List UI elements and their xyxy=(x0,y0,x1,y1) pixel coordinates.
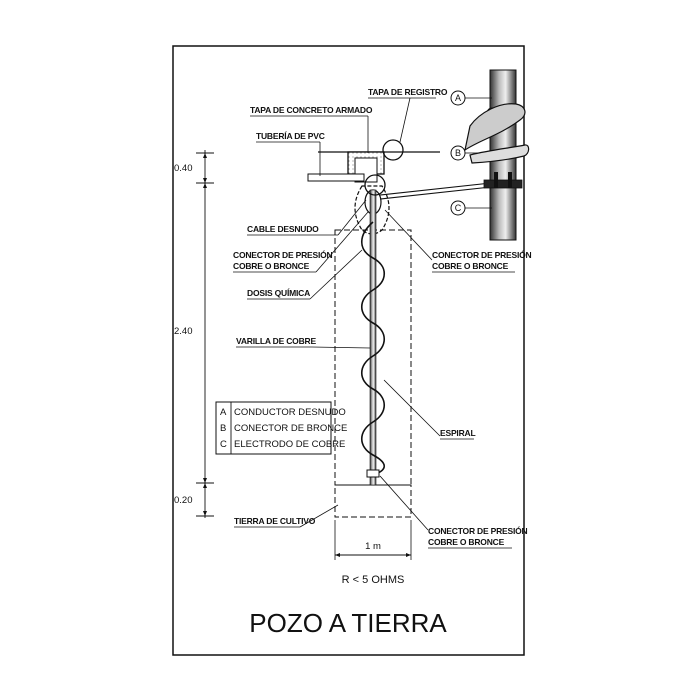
label-conector-der-2: COBRE O BRONCE xyxy=(432,261,509,271)
legend-text-a: CONDUCTOR DESNUDO xyxy=(234,407,346,418)
page-title: POZO A TIERRA xyxy=(249,608,447,638)
leader-dosis-quimica-2 xyxy=(309,249,363,300)
soil-layer xyxy=(334,484,412,518)
label-cable-desnudo: CABLE DESNUDO xyxy=(247,224,319,234)
bubble-b: B xyxy=(450,145,480,161)
legend-key-b: B xyxy=(220,423,226,434)
cable-2 xyxy=(379,185,501,200)
svg-text:C: C xyxy=(455,203,462,213)
width-dimension xyxy=(334,520,412,560)
bubble-c: C xyxy=(450,200,492,216)
leader-varilla-2 xyxy=(311,346,371,349)
bubble-a: A xyxy=(450,90,492,106)
width-label: 1 m xyxy=(365,541,381,552)
registro-circle xyxy=(382,139,404,161)
connector-circle-left xyxy=(364,174,386,196)
frame xyxy=(172,45,525,656)
detail-rod xyxy=(464,69,530,241)
label-conector-der-1: CONECTOR DE PRESIÓN xyxy=(432,249,532,260)
leader-conector-bot-2 xyxy=(379,475,429,531)
label-tuberia-pvc: TUBERÍA DE PVC xyxy=(256,131,325,141)
dim-top: 0.40 xyxy=(174,163,193,174)
legend-text-b: CONECTOR DE BRONCE xyxy=(234,423,347,434)
label-tapa-registro: TAPA DE REGISTRO xyxy=(368,87,448,97)
label-conector-izq-2: COBRE O BRONCE xyxy=(233,261,310,271)
label-espiral: ESPIRAL xyxy=(440,428,475,438)
resistance-label: R < 5 OHMS xyxy=(342,574,405,586)
connector-head xyxy=(354,185,390,235)
leader-conector-der-2 xyxy=(384,209,433,261)
label-tapa-concreto: TAPA DE CONCRETO ARMADO xyxy=(250,105,373,115)
leader-tapa-registro-2 xyxy=(399,97,411,143)
legend-text-c: ELECTRODO DE COBRE xyxy=(234,439,345,450)
label-conector-bot-2: COBRE O BRONCE xyxy=(428,537,505,547)
leader-tierra-cultivo-2 xyxy=(299,504,339,528)
dim-middle: 2.40 xyxy=(174,326,193,337)
legend-key-a: A xyxy=(220,407,227,418)
label-dosis-quimica: DOSIS QUÍMICA xyxy=(247,288,310,298)
vertical-dimensions xyxy=(196,150,214,518)
dim-bottom: 0.20 xyxy=(174,495,193,506)
svg-text:A: A xyxy=(455,93,461,103)
cable xyxy=(379,181,501,196)
leader-espiral-2 xyxy=(383,379,441,437)
leader-cable-desnudo-2 xyxy=(337,199,367,236)
svg-text:B: B xyxy=(455,148,461,158)
label-tierra-cultivo: TIERRA DE CULTIVO xyxy=(234,516,316,526)
copper-rod xyxy=(369,189,377,486)
spiral xyxy=(360,221,386,476)
label-conector-izq-1: CONECTOR DE PRESIÓN xyxy=(233,249,333,260)
label-varilla: VARILLA DE COBRE xyxy=(236,336,316,346)
pvc-pipe xyxy=(307,173,365,182)
bottom-connector xyxy=(366,469,380,478)
legend-key-c: C xyxy=(220,439,227,450)
legend xyxy=(215,401,332,455)
label-conector-bot-1: CONECTOR DE PRESIÓN xyxy=(428,525,528,536)
leader-conector-izq-2 xyxy=(315,211,369,273)
